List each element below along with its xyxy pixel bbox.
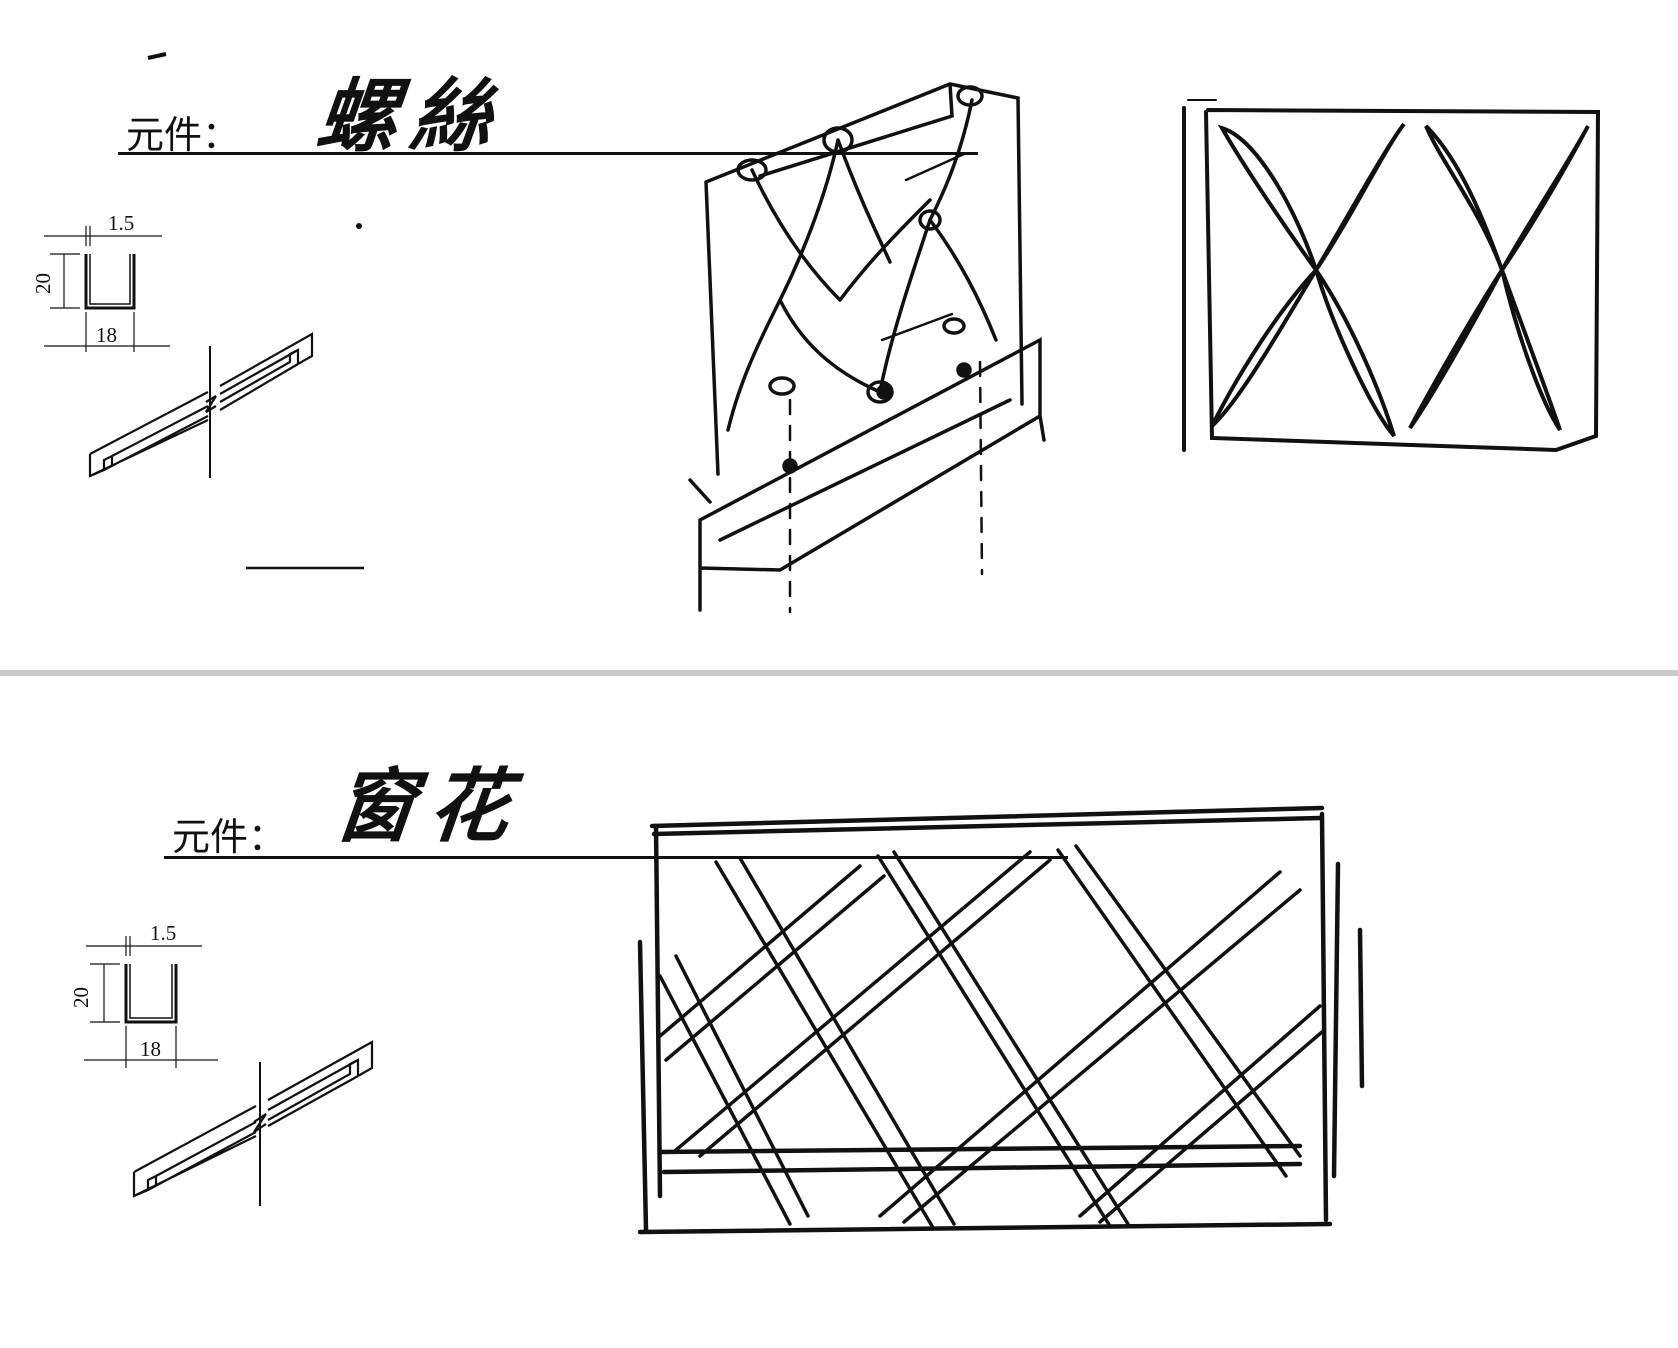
frame-bottom xyxy=(637,1143,1333,1235)
screw-hole xyxy=(876,384,892,400)
break-zigzag xyxy=(205,395,217,413)
grille-bar xyxy=(674,850,1032,1152)
screw-head xyxy=(866,380,894,404)
screw-hole xyxy=(956,362,972,378)
grille-bar xyxy=(738,856,956,1226)
panel-grille-drawings: 1.5 20 18 xyxy=(69,805,1365,1235)
channel-right-edges xyxy=(267,1059,359,1127)
grille-bar xyxy=(658,974,792,1226)
label-underline xyxy=(164,856,1068,859)
window-grille-sketch xyxy=(637,805,1365,1235)
channel-right-segment xyxy=(267,1040,374,1121)
u-channel-isometric xyxy=(132,1040,374,1206)
frame-right xyxy=(1319,811,1341,1223)
screw-head xyxy=(956,85,984,107)
width-dim-label: 18 xyxy=(140,1037,161,1061)
grille-bar xyxy=(878,870,1282,1218)
u-channel-isometric xyxy=(88,332,314,478)
u-profile-inner xyxy=(129,964,173,1019)
grille-bar xyxy=(892,850,1130,1226)
petal xyxy=(1217,124,1396,438)
screw-axis xyxy=(788,360,984,614)
component-label-prefix: 元件： xyxy=(126,115,241,157)
petal-panel-front-view xyxy=(1182,99,1601,453)
height-dim-label: 20 xyxy=(69,987,93,1008)
u-profile-inner xyxy=(89,254,131,305)
screw-leader xyxy=(880,152,966,342)
u-channel-profile: 1.5 20 18 xyxy=(69,921,218,1068)
channel-left-segment xyxy=(133,1105,257,1197)
label-underline xyxy=(118,152,978,155)
component-label-prefix: 元件： xyxy=(172,817,287,859)
panel-screw: 元件： 螺絲 1.5 20 18 xyxy=(0,0,1678,670)
petal xyxy=(1424,124,1562,432)
grille-bar xyxy=(1078,1004,1322,1218)
lattice-x-lower-right xyxy=(928,218,998,342)
width-dim-label: 18 xyxy=(96,323,117,347)
stray-dot xyxy=(356,223,362,229)
screw-hole xyxy=(782,458,798,474)
channel-left-segment xyxy=(89,391,209,477)
channel-end-profile xyxy=(88,454,114,478)
lattice-x-right xyxy=(878,98,974,394)
lattice-x-upper xyxy=(750,168,932,302)
break-zigzag xyxy=(253,1113,267,1133)
base-rail xyxy=(688,337,1046,612)
panel-screw-drawings: 1.5 20 18 xyxy=(31,52,1601,614)
petal xyxy=(1408,125,1590,430)
panel-window-grille: 元件： 窗花 1.5 20 18 xyxy=(0,676,1678,1348)
frame-left xyxy=(637,823,663,1233)
thickness-dim-label: 1.5 xyxy=(150,921,176,945)
grille-bar xyxy=(1098,1030,1324,1224)
grille-diagonals-up xyxy=(658,850,1324,1224)
grille-bar xyxy=(876,854,1112,1228)
height-dim-label: 20 xyxy=(31,273,55,294)
lattice-x-mid xyxy=(778,138,892,302)
channel-end-profile xyxy=(132,1172,158,1198)
grille-bar xyxy=(664,874,886,1062)
petal xyxy=(1210,122,1406,428)
channel-right-segment xyxy=(219,332,314,403)
u-channel-profile: 1.5 20 18 xyxy=(31,211,170,352)
grille-bar xyxy=(658,864,862,1038)
u-profile-outer xyxy=(84,254,136,310)
screw-head xyxy=(736,158,768,182)
screw-head xyxy=(918,209,942,231)
grille-diagonals-down xyxy=(658,844,1302,1228)
frame-top xyxy=(649,805,1325,837)
frame-side-stroke xyxy=(1357,927,1365,1089)
screw-head xyxy=(822,126,854,154)
grille-bar xyxy=(714,860,934,1228)
grille-bar xyxy=(698,858,1052,1158)
u-profile-outer xyxy=(124,964,178,1024)
channel-right-edges xyxy=(219,349,299,411)
grille-bar xyxy=(1056,848,1288,1178)
screw-head xyxy=(768,376,796,396)
screw-head xyxy=(942,317,966,335)
grille-bar xyxy=(1074,844,1302,1158)
grille-frame xyxy=(637,805,1365,1235)
thickness-dim-label: 1.5 xyxy=(108,211,134,235)
front-view-frame xyxy=(1182,106,1601,453)
panel-divider xyxy=(0,670,1678,676)
grille-bar xyxy=(674,954,810,1218)
grille-bar xyxy=(902,888,1302,1224)
screw-assembly-sketch xyxy=(688,82,1046,614)
stray-mark xyxy=(147,52,167,60)
lattice-x-lower xyxy=(726,298,882,432)
